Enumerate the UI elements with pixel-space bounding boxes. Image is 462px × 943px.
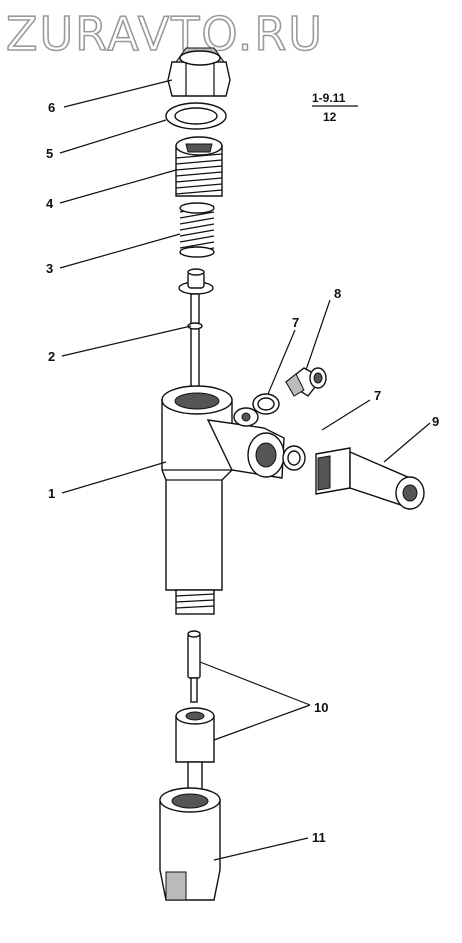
callout-6: 6 <box>48 100 55 115</box>
callout-4: 4 <box>46 196 54 211</box>
callout-1: 1 <box>48 486 55 501</box>
callout-9: 9 <box>432 414 439 429</box>
nozzle-body-part-10 <box>175 707 215 791</box>
sealing-ring-part-7-upper <box>252 393 280 415</box>
nozzle-cap-nut-part-11 <box>159 787 221 901</box>
leader-lines <box>59 79 431 861</box>
spring-part-3 <box>179 202 215 258</box>
fitting-part-8 <box>284 367 327 397</box>
callout-7-lower: 7 <box>374 388 381 403</box>
washer-part-5 <box>165 102 227 130</box>
banjo-fitting-part-9 <box>315 447 425 510</box>
push-rod-part-2 <box>187 293 203 391</box>
spring-seat <box>178 268 214 295</box>
reference-bottom: 12 <box>323 110 337 124</box>
callout-3: 3 <box>46 261 53 276</box>
reference-number: 1-9.11 12 <box>312 91 358 124</box>
threaded-sleeve-part-4 <box>175 136 223 197</box>
callout-7-upper: 7 <box>292 315 299 330</box>
cap-nut-part-6 <box>167 47 231 97</box>
nozzle-holder-body-part-1 <box>161 385 285 615</box>
watermark-logo: ZURAVTO.RU <box>6 7 324 61</box>
callout-10: 10 <box>314 700 328 715</box>
nozzle-needle-part-10 <box>187 630 201 703</box>
callout-8: 8 <box>334 286 341 301</box>
callout-11: 11 <box>312 830 326 845</box>
reference-top: 1-9.11 <box>312 91 346 105</box>
callout-2: 2 <box>48 349 55 364</box>
sealing-ring-part-7-lower <box>282 445 306 471</box>
callout-5: 5 <box>46 146 53 161</box>
